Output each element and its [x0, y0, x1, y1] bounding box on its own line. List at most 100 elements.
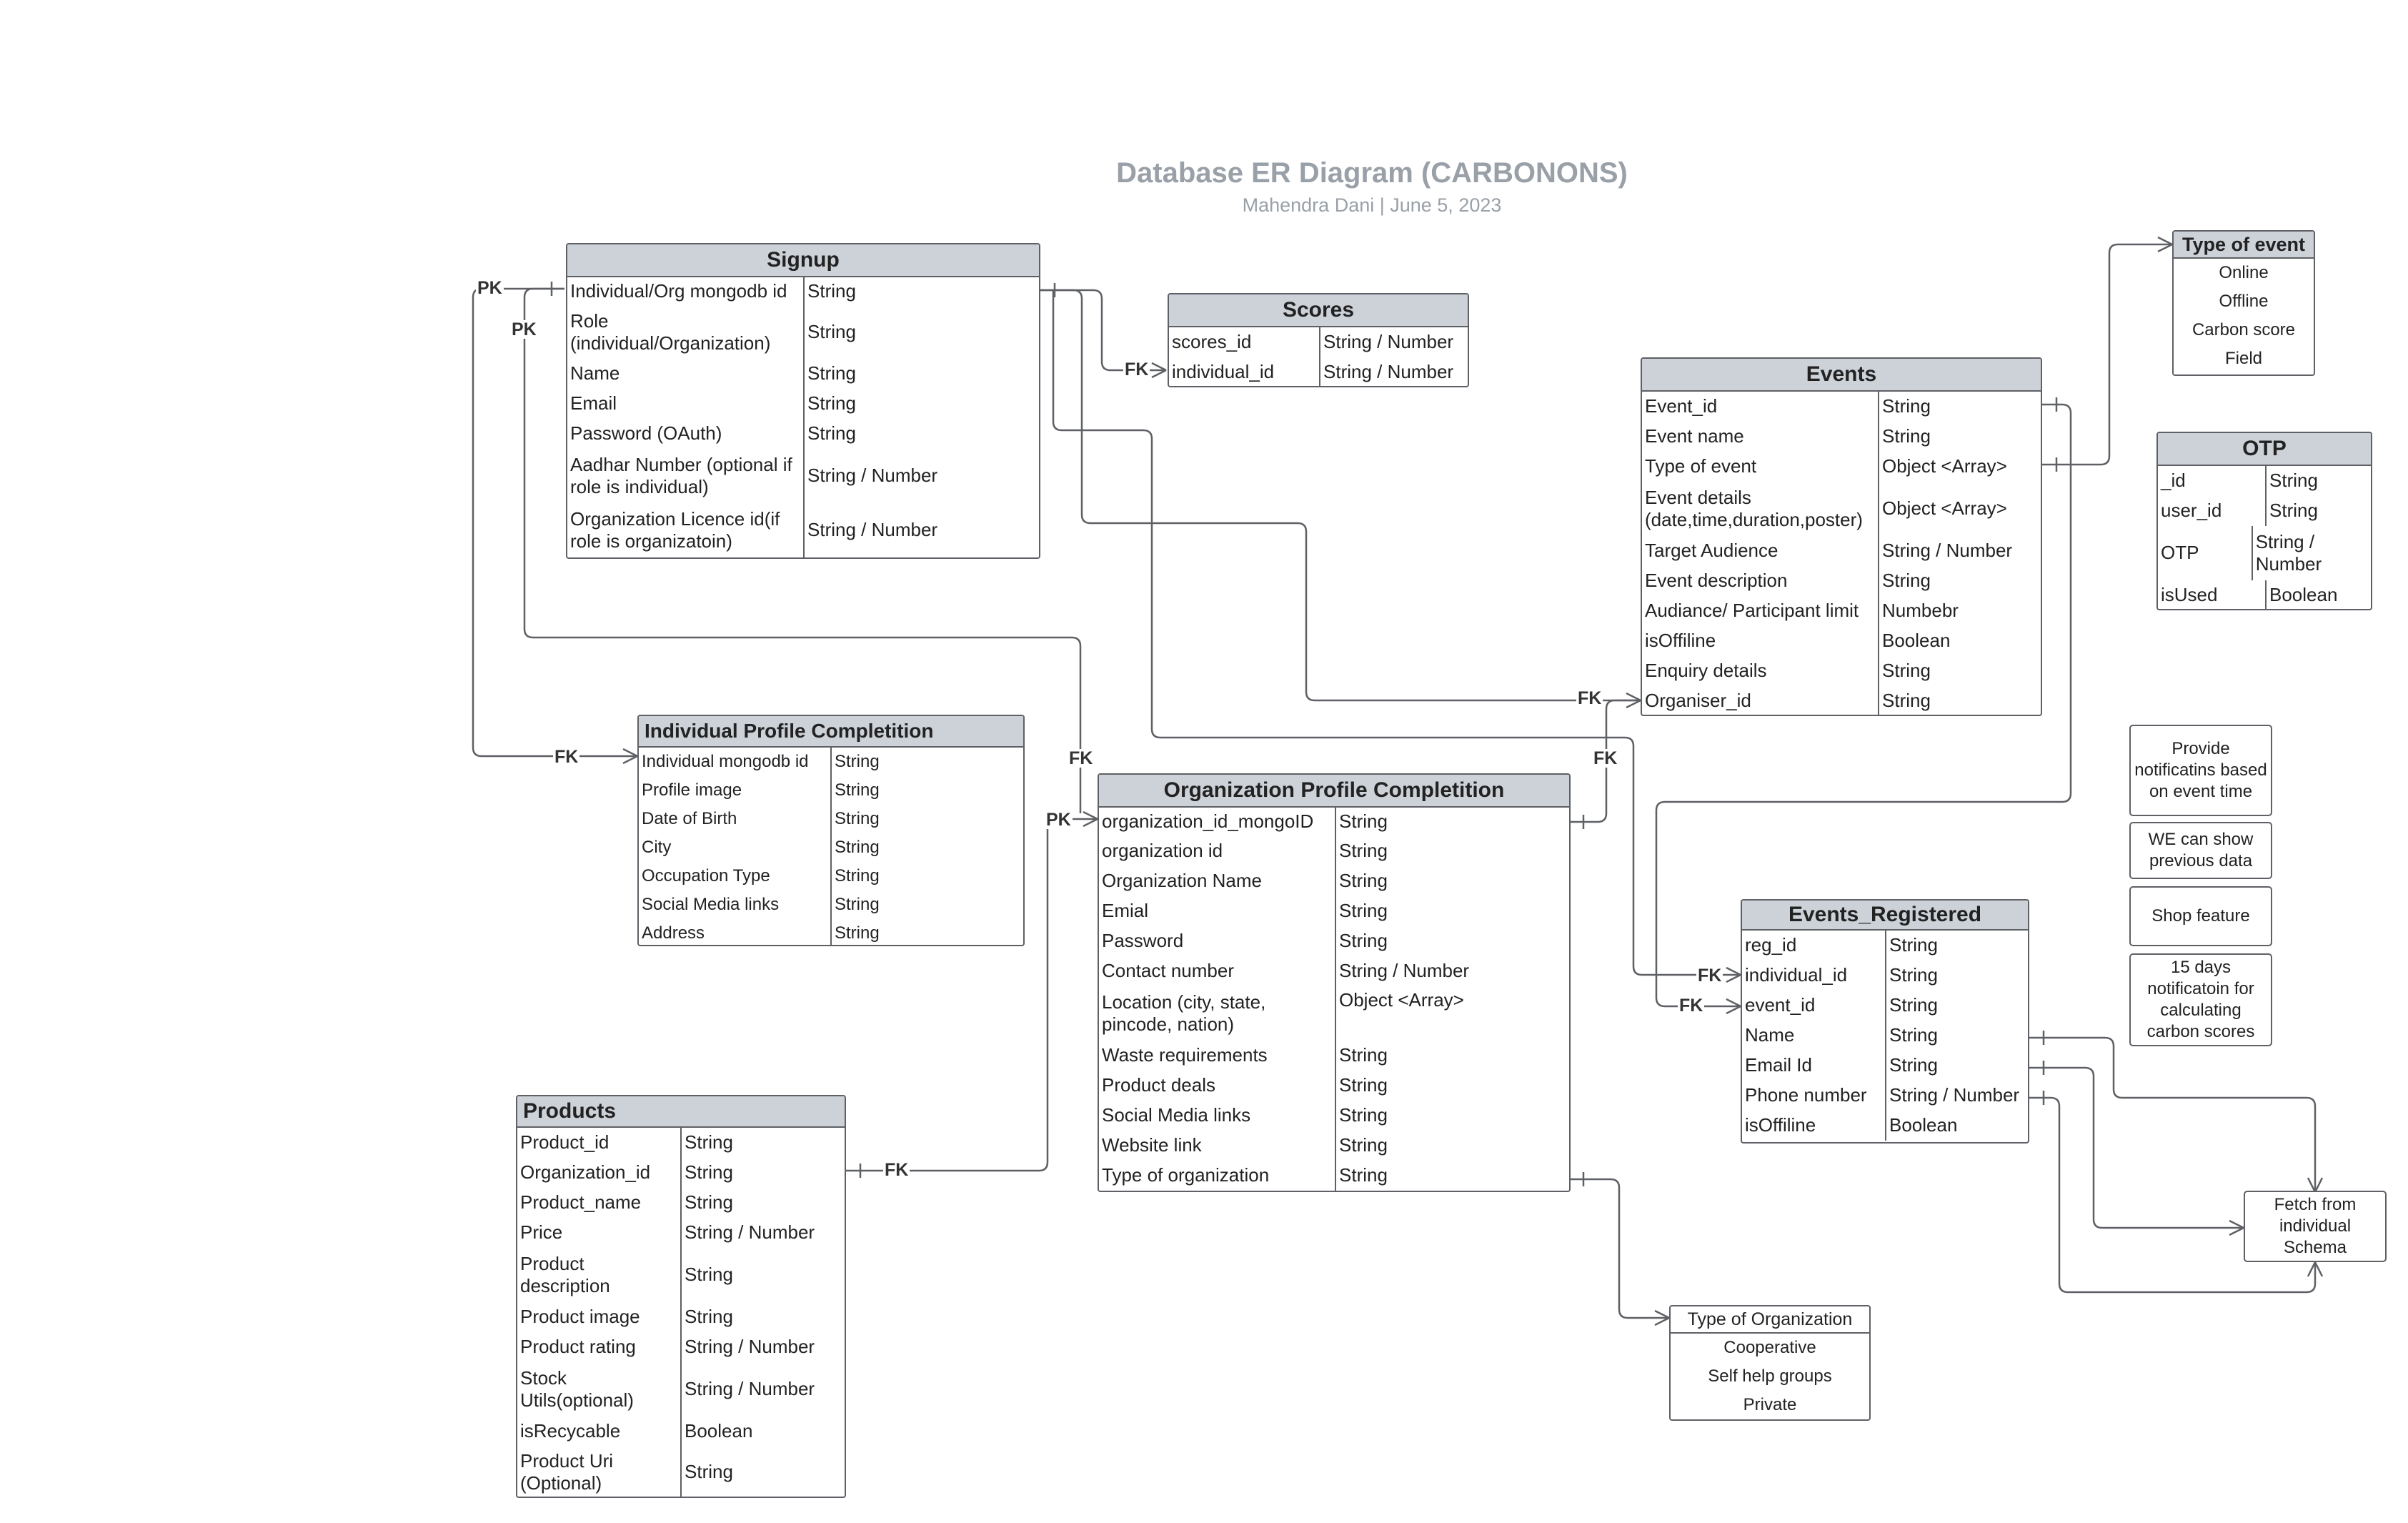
entity-row: Product Uri (Optional)String [517, 1447, 845, 1497]
field-name: Product image [517, 1302, 682, 1332]
field-name: individual_id [1742, 961, 1886, 991]
entity-title: OTP [2158, 433, 2371, 466]
field-type: Object <Array> [1882, 497, 2007, 520]
field-type: String [835, 923, 880, 943]
entity-row: Event details (date,time,duration,poster… [1642, 482, 2041, 536]
field-name: City [639, 833, 832, 862]
entity-individual-profile[interactable]: Individual Profile Completition Individu… [637, 715, 1025, 946]
fk-label-reg-individual: FK [1696, 966, 1723, 986]
field-type: Object <Array> [1882, 455, 2007, 477]
field-type: Boolean [2269, 584, 2338, 606]
field-name: OTP [2158, 526, 2253, 580]
enum-type-of-organization[interactable]: Type of Organization Cooperative Self he… [1669, 1305, 1871, 1421]
field-type: String [1339, 1134, 1388, 1156]
field-type: String [685, 1461, 733, 1483]
pk-label-signup-role: PK [510, 319, 538, 339]
field-name: Waste requirements [1099, 1041, 1336, 1071]
field-name: Organization_id [517, 1158, 682, 1188]
field-type: String [1339, 810, 1388, 833]
fk-label-reg-event: FK [1678, 996, 1705, 1016]
connector-org-typeoforg [1569, 1178, 1669, 1319]
field-type: String / Number [2255, 530, 2322, 575]
field-type: String [685, 1306, 733, 1328]
field-name: user_id [2158, 496, 2267, 526]
entity-row: Password (OAuth)String [567, 419, 1039, 449]
field-type: Object <Array> [1339, 989, 1464, 1011]
field-name: Aadhar Number (optional if role is indiv… [567, 449, 805, 503]
field-name: Password [1099, 926, 1336, 956]
connector-email-fetch [2029, 1066, 2244, 1229]
field-type: String [1882, 425, 1931, 447]
field-name: Role (individual/Organization) [567, 306, 805, 359]
field-type: String [685, 1191, 733, 1214]
field-name: Enquiry details [1642, 656, 1879, 686]
field-name: Type of event [1642, 452, 1879, 482]
field-name: Stock Utils(optional) [517, 1362, 682, 1417]
field-name: Social Media links [1099, 1101, 1336, 1131]
enum-title: Type of Organization [1671, 1306, 1869, 1334]
entity-title: Organization Profile Completition [1099, 775, 1569, 808]
enum-type-of-event[interactable]: Type of event Online Offline Carbon scor… [2172, 230, 2315, 376]
enum-item: Self help groups [1708, 1366, 1832, 1386]
entity-row: Organization Licence id(if role is organ… [567, 503, 1039, 557]
field-type: String [685, 1264, 733, 1286]
field-type: String [807, 392, 856, 415]
field-name: Email Id [1742, 1051, 1886, 1081]
field-name: isOffiline [1742, 1111, 1886, 1141]
field-name: Individual mongodb id [639, 748, 832, 776]
field-type: String [2269, 500, 2318, 522]
field-name: Password (OAuth) [567, 419, 805, 449]
field-name: Date of Birth [639, 805, 832, 833]
field-name: Product description [517, 1248, 682, 1302]
entity-title: Individual Profile Completition [639, 716, 1023, 748]
field-name: Event description [1642, 566, 1879, 596]
entity-title: Events [1642, 359, 2041, 392]
field-type: String [835, 894, 880, 914]
field-type: String [807, 422, 856, 445]
field-name: Type of organization [1099, 1161, 1336, 1191]
field-name: Social Media links [639, 891, 832, 919]
entity-org-profile[interactable]: Organization Profile Completition organi… [1098, 773, 1571, 1192]
field-name: Organiser_id [1642, 686, 1879, 715]
enum-item: Offline [2219, 292, 2269, 311]
field-type: String [1889, 994, 1938, 1016]
field-type: String [835, 865, 880, 885]
connector-name-fetch [2029, 1036, 2317, 1192]
field-name: Product Uri (Optional) [517, 1447, 682, 1497]
field-name: Contact number [1099, 956, 1336, 986]
field-type: Boolean [1889, 1114, 1958, 1136]
field-name: scores_id [1169, 327, 1320, 357]
field-name: Name [1742, 1021, 1886, 1051]
enum-title: Type of event [2174, 232, 2314, 259]
field-name: individual_id [1169, 357, 1320, 386]
field-name: isOffiline [1642, 626, 1879, 656]
field-name: Occupation Type [639, 862, 832, 891]
